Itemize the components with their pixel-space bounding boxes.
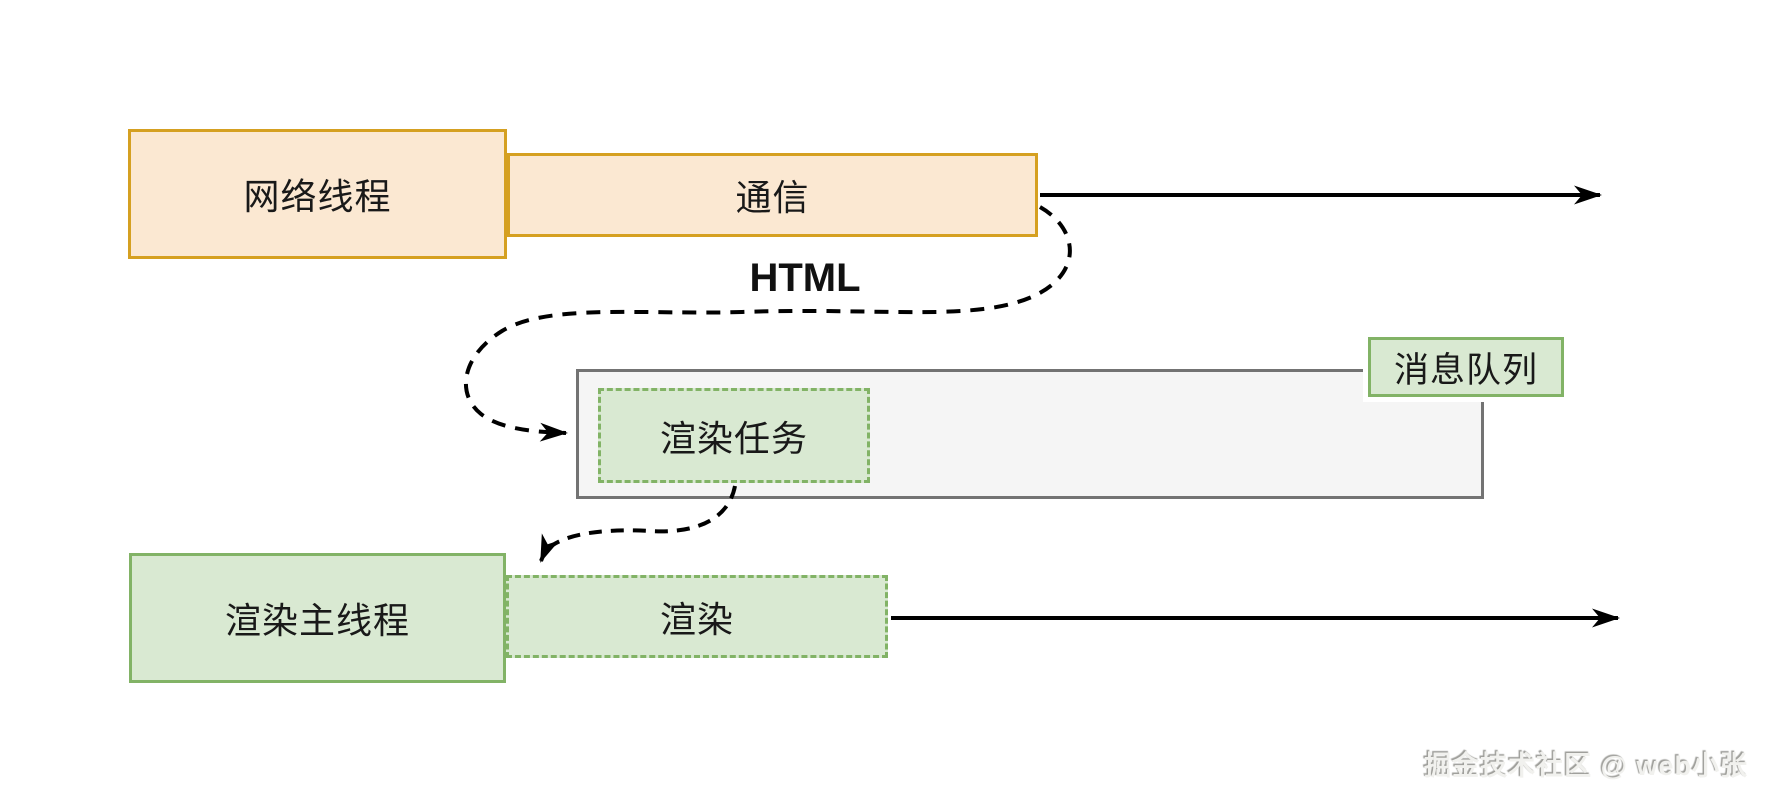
network-thread-label: 网络线程 [243,176,392,217]
message-queue-label: 消息队列 [1393,350,1538,390]
communication-box: 通信 [507,153,1038,237]
render-main-thread-label: 渲染主线程 [224,600,410,641]
render-box: 渲染 [506,575,888,658]
render-main-thread-box: 渲染主线程 [129,553,506,683]
message-queue-label-box: 消息队列 [1368,337,1564,397]
render-task-box: 渲染任务 [598,388,870,483]
network-thread-box: 网络线程 [128,129,507,259]
render-label: 渲染 [659,598,734,640]
render-task-label: 渲染任务 [659,417,808,459]
watermark: 掘金技术社区 @ web小张 [1424,751,1748,781]
html-annotation: HTML [749,256,861,300]
communication-label: 通信 [735,177,810,218]
